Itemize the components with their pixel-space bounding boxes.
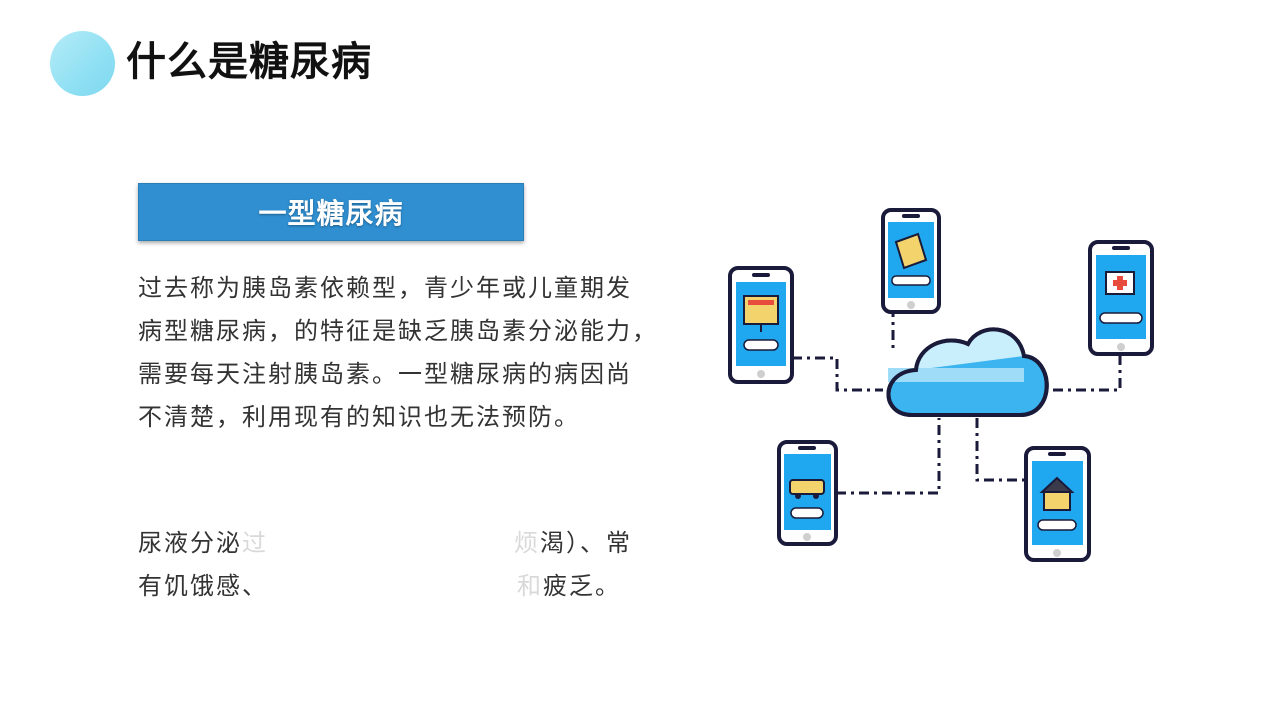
symptoms-line: 尿液分泌过 烦渴）、常 [138, 522, 698, 565]
symptoms-text: 疲乏。 [543, 572, 621, 600]
phone-healthcare-icon [1088, 240, 1154, 356]
paragraph-line: 过去称为胰岛素依赖型，青少年或儿童期发 [138, 274, 632, 302]
section-paragraph: 过去称为胰岛素依赖型，青少年或儿童期发 病型糖尿病，的特征是缺乏胰岛素分泌能力，… [138, 267, 698, 439]
section-banner-label: 一型糖尿病 [258, 197, 404, 230]
phone-traffic-icon [777, 440, 838, 546]
cloud-icon [886, 327, 1049, 417]
phone-residence-icon [1024, 446, 1091, 562]
symptoms-text: 尿液分泌 [138, 529, 242, 557]
paragraph-line: 需要每天注射胰岛素。一型糖尿病的病因尚 [138, 360, 632, 388]
cloud-network-diagram [728, 208, 1154, 562]
phone-working-icon [728, 266, 794, 384]
phone-education-icon [881, 208, 941, 314]
page-title: 什么是糖尿病 [126, 39, 372, 85]
symptoms-line: 有饥饿感、 和疲乏。 [138, 565, 698, 608]
symptoms-paragraph: 尿液分泌过 烦渴）、常 有饥饿感、 和疲乏。 [138, 522, 698, 608]
symptoms-text: 渴）、常 [540, 529, 632, 557]
symptoms-text: 有饥饿感、 [138, 572, 268, 600]
symptoms-faded-text: 过 [242, 529, 268, 557]
paragraph-line: 病型糖尿病，的特征是缺乏胰岛素分泌能力， [138, 317, 658, 345]
symptoms-faded-text: 和 [517, 572, 543, 600]
title-decor-circle [50, 31, 115, 96]
symptoms-faded-text: 烦 [514, 529, 540, 557]
section-banner: 一型糖尿病 [138, 183, 524, 241]
paragraph-line: 不清楚，利用现有的知识也无法预防。 [138, 403, 580, 431]
